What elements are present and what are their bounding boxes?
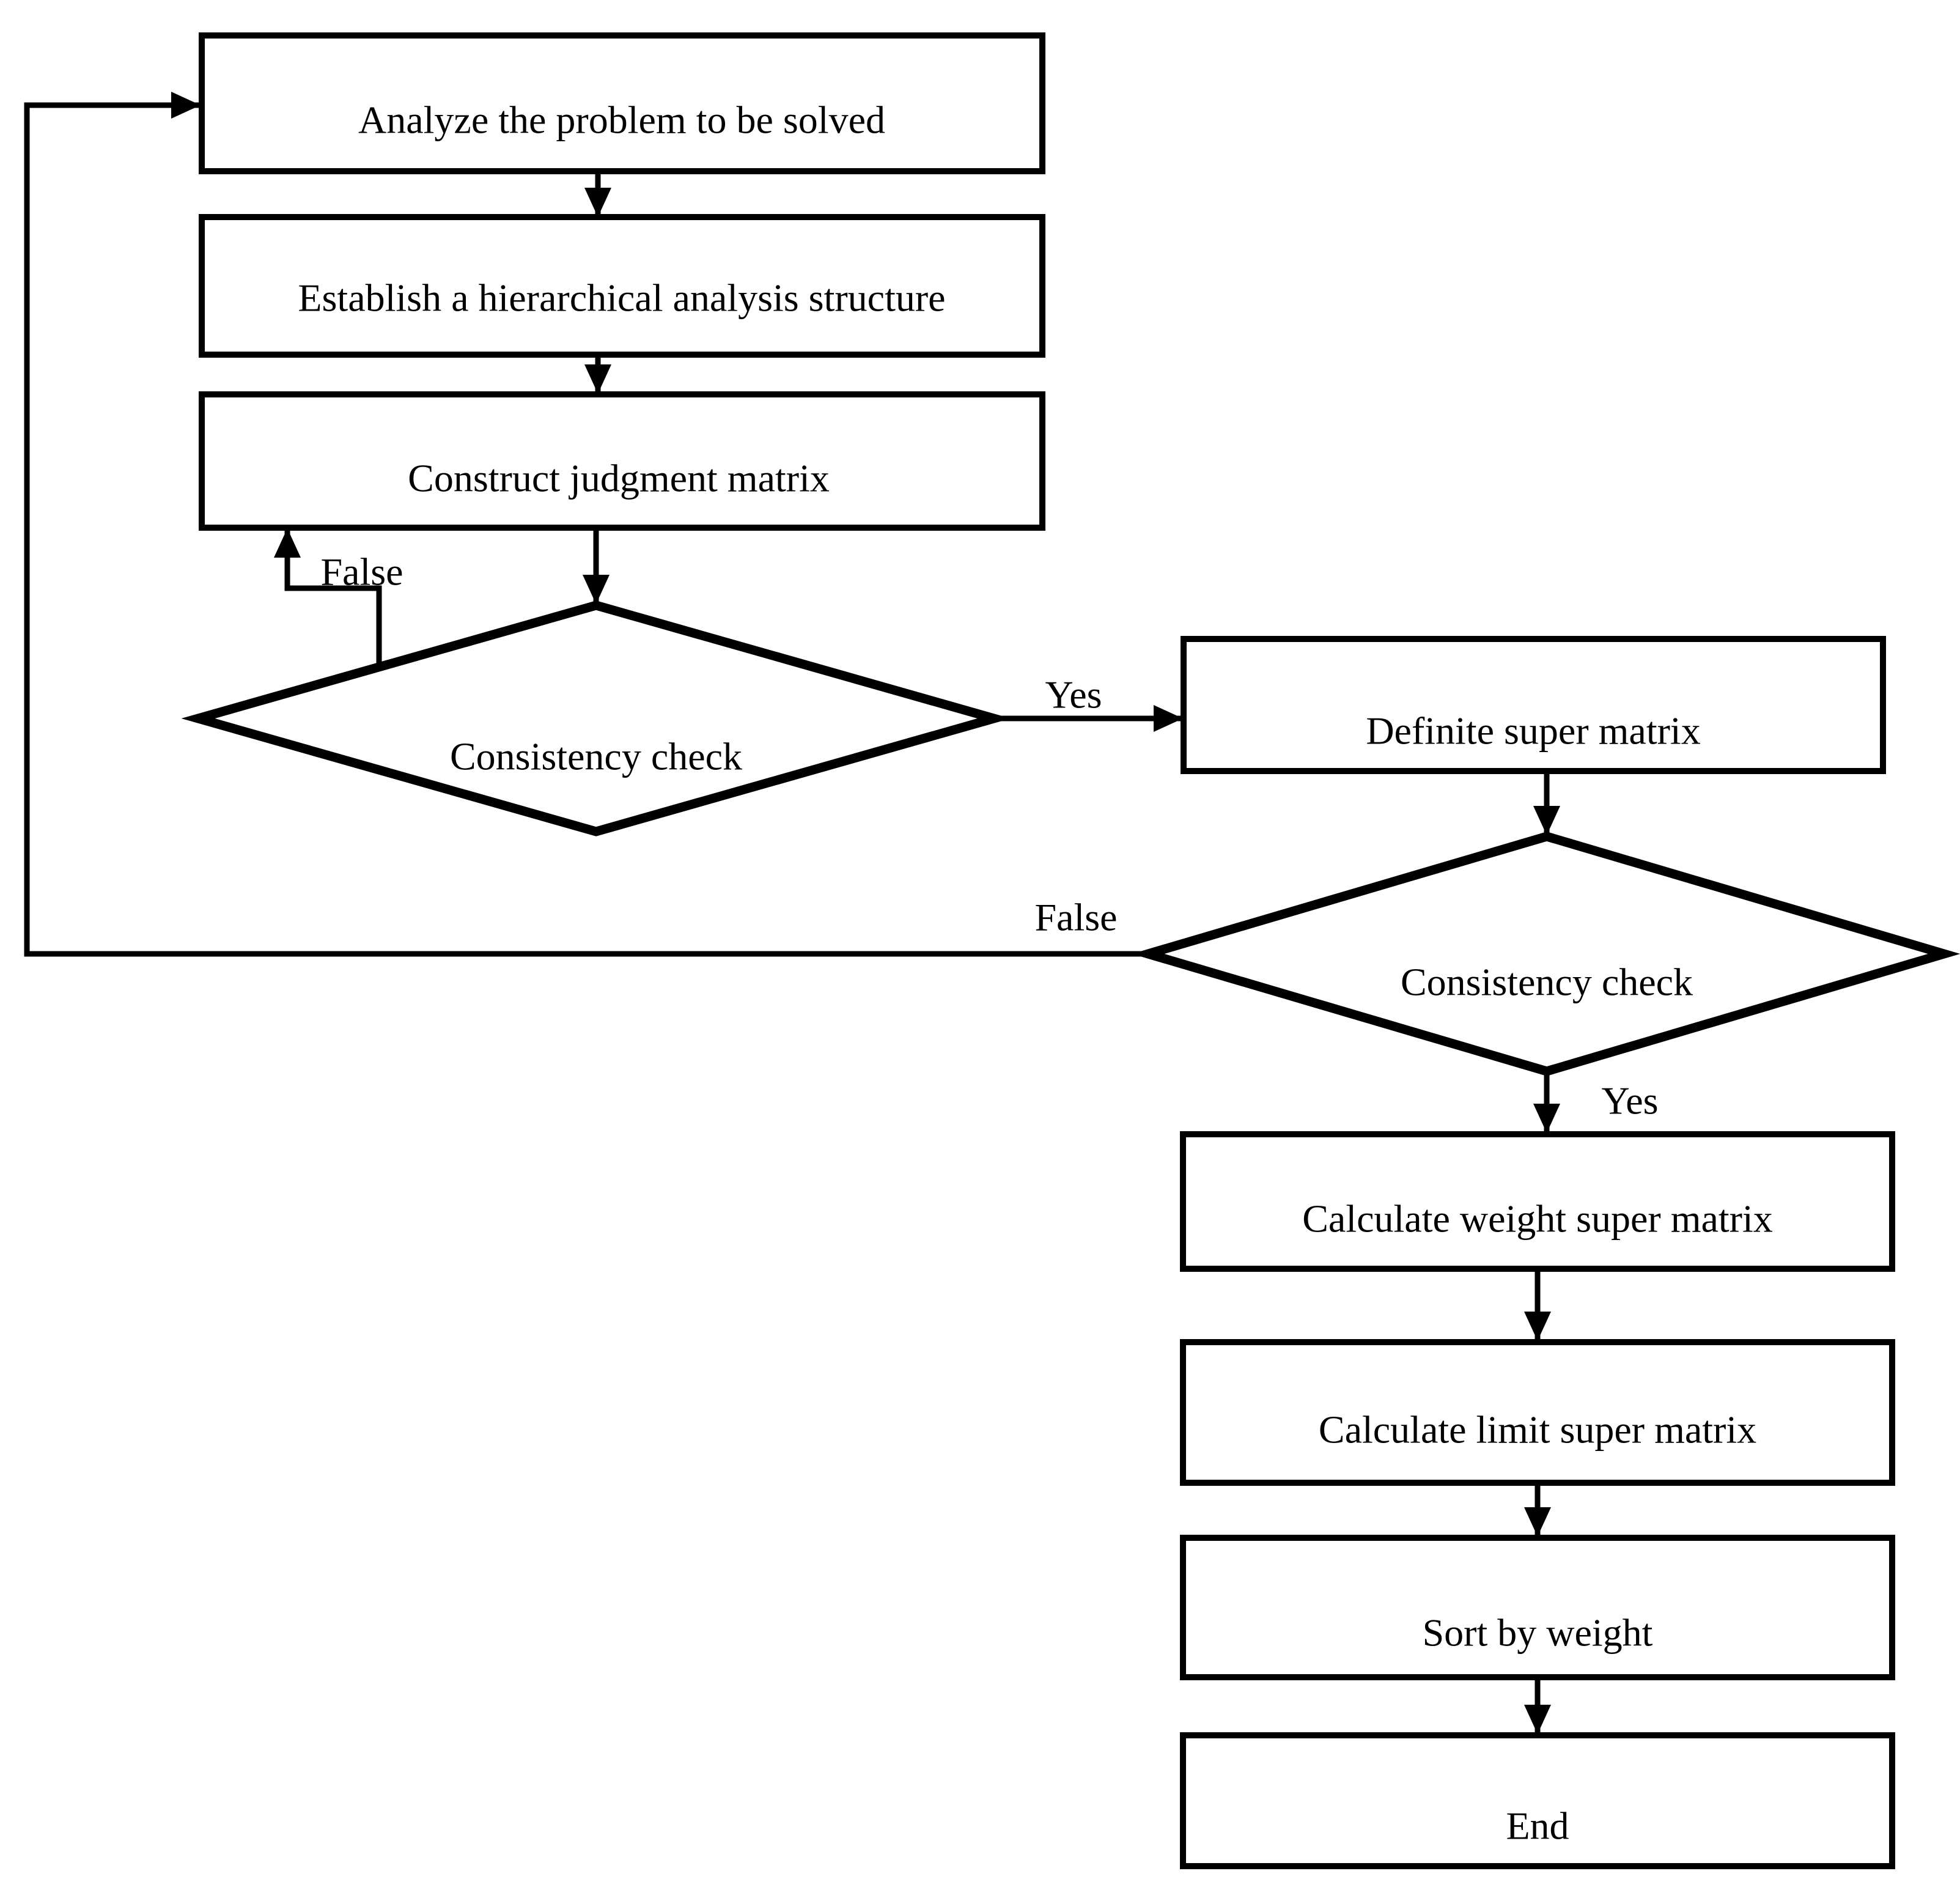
edge-label-yes-1: Yes xyxy=(1045,673,1102,717)
node-definite-super-matrix: Definite super matrix xyxy=(1181,636,1886,774)
edge-label-false-2: False xyxy=(1034,896,1117,939)
node-calculate-weight-label: Calculate weight super matrix xyxy=(1302,1197,1773,1241)
node-calculate-weight: Calculate weight super matrix xyxy=(1180,1131,1895,1272)
node-analyze-label: Analyze the problem to be solved xyxy=(358,98,885,142)
node-establish-box xyxy=(199,214,1045,358)
node-end-label: End xyxy=(1506,1804,1569,1848)
node-sort-by-weight: Sort by weight xyxy=(1180,1535,1895,1680)
node-consistency-check-2-label: Consistency check xyxy=(1401,961,1693,1004)
node-consistency-check-2-diamond xyxy=(1132,832,1960,1076)
node-end-box xyxy=(1180,1732,1895,1869)
node-calculate-weight-box xyxy=(1180,1131,1895,1272)
node-analyze-box xyxy=(199,32,1045,174)
node-sort-by-weight-box xyxy=(1180,1535,1895,1680)
edge-label-yes-2: Yes xyxy=(1601,1079,1658,1123)
node-sort-by-weight-label: Sort by weight xyxy=(1423,1611,1653,1655)
node-construct-label: Construct judgment matrix xyxy=(408,457,830,500)
node-analyze: Analyze the problem to be solved xyxy=(199,32,1045,174)
node-calculate-limit-label: Calculate limit super matrix xyxy=(1319,1408,1756,1452)
node-consistency-check-2: Consistency check xyxy=(1132,832,1960,1076)
node-establish-label: Establish a hierarchical analysis struct… xyxy=(298,276,945,320)
node-calculate-limit: Calculate limit super matrix xyxy=(1180,1339,1895,1486)
node-consistency-check-1-label: Consistency check xyxy=(450,735,742,778)
node-construct: Construct judgment matrix xyxy=(199,391,1045,531)
node-construct-box xyxy=(199,391,1045,531)
node-end: End xyxy=(1180,1732,1895,1869)
node-calculate-limit-box xyxy=(1180,1339,1895,1486)
node-definite-super-matrix-label: Definite super matrix xyxy=(1366,709,1700,753)
node-consistency-check-1: Consistency check xyxy=(181,600,1011,836)
edge-label-false-1: False xyxy=(320,550,403,594)
edge-consistency-check-1-false-loop xyxy=(274,528,382,667)
node-consistency-check-1-diamond xyxy=(181,600,1011,836)
edge-consistency-check-2-false-loop xyxy=(24,92,1148,957)
node-establish: Establish a hierarchical analysis struct… xyxy=(199,214,1045,358)
node-definite-super-matrix-box xyxy=(1181,636,1886,774)
